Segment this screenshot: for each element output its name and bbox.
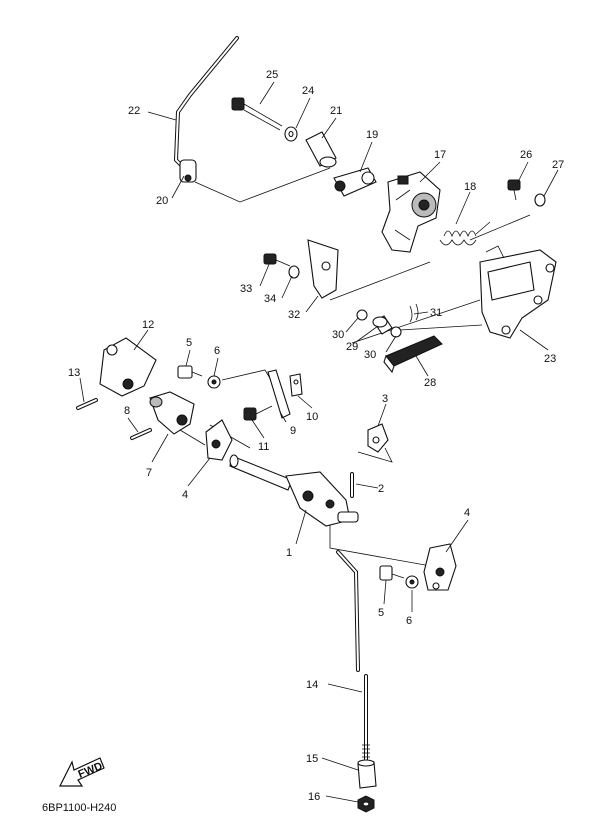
callout-27: 27: [552, 159, 564, 171]
callout-17: 17: [434, 149, 446, 161]
part-13-pin[interactable]: [76, 398, 98, 410]
part-23-bracket[interactable]: [479, 245, 557, 339]
part-1-shift-shaft[interactable]: [229, 454, 359, 527]
part-3-clip[interactable]: [367, 423, 389, 453]
part-6-washer-upper[interactable]: [207, 375, 221, 389]
part-11-bolt[interactable]: [243, 405, 273, 421]
callout-5b: 5: [378, 607, 384, 619]
part-10-plate[interactable]: [289, 373, 303, 397]
callout-28: 28: [424, 377, 436, 389]
callout-9: 9: [290, 425, 296, 437]
callout-6a: 6: [214, 345, 220, 357]
callout-34: 34: [264, 293, 276, 305]
part-8-pin[interactable]: [130, 428, 152, 440]
callout-32: 32: [288, 309, 300, 321]
callout-30b: 30: [364, 349, 376, 361]
part-26-bolt[interactable]: [507, 179, 521, 201]
part-33-bolt[interactable]: [263, 253, 291, 267]
callout-6b: 6: [406, 615, 412, 627]
callout-7: 7: [146, 467, 152, 479]
part-28-slider[interactable]: [383, 335, 443, 374]
part-4-arm-upper[interactable]: [205, 419, 233, 461]
part-31-clip[interactable]: [409, 303, 419, 323]
callout-labels: 25 24 21 22 19 17 26 27 18 20 33 34 32 3…: [68, 69, 564, 627]
part-29-collar[interactable]: [372, 315, 393, 335]
part-7-lever[interactable]: [149, 391, 195, 435]
callout-31: 31: [430, 307, 442, 319]
callout-11: 11: [258, 441, 269, 453]
part-4-arm-lower[interactable]: [423, 543, 457, 591]
fwd-arrow-icon: FWD: [59, 757, 105, 787]
callout-2: 2: [378, 483, 384, 495]
callout-19: 19: [366, 129, 378, 141]
part-25-bolt[interactable]: [231, 97, 283, 131]
part-16-nut[interactable]: [357, 795, 375, 813]
part-17-cam-assembly[interactable]: [381, 171, 441, 253]
part-27-washer[interactable]: [534, 193, 546, 207]
callout-25: 25: [266, 69, 278, 81]
leader-lines: [79, 81, 559, 803]
callout-4b: 4: [464, 507, 470, 519]
part-6-washer-lower[interactable]: [405, 575, 419, 589]
part-15-collar[interactable]: [357, 759, 377, 789]
callout-26: 26: [520, 149, 532, 161]
part-9-plate[interactable]: [267, 369, 291, 419]
part-12-bracket[interactable]: [99, 337, 157, 397]
part-5-bolt-upper[interactable]: [177, 365, 203, 379]
callout-10: 10: [306, 411, 318, 423]
callout-20: 20: [156, 195, 168, 207]
part-14-rod[interactable]: [362, 674, 370, 762]
callout-24: 24: [302, 85, 314, 97]
callout-18: 18: [464, 181, 476, 193]
part-18-spring[interactable]: [439, 221, 491, 246]
fwd-label: FWD: [77, 760, 105, 781]
part-19-link[interactable]: [333, 167, 377, 197]
part-5-bolt-lower[interactable]: [379, 565, 405, 581]
part-30-washer-a[interactable]: [356, 309, 368, 321]
diagram-code: 6BP1100-H240: [42, 802, 116, 814]
callout-3: 3: [382, 393, 388, 405]
part-30-washer-b[interactable]: [390, 326, 402, 338]
assembly-guide-lines: [179, 167, 531, 569]
callout-29: 29: [346, 341, 358, 353]
callout-12: 12: [142, 319, 154, 331]
callout-33: 33: [240, 283, 252, 295]
lower-shift-rod[interactable]: [336, 550, 360, 672]
callout-5a: 5: [186, 337, 192, 349]
part-32-plate[interactable]: [307, 239, 339, 299]
callout-30a: 30: [332, 329, 344, 341]
part-34-washer[interactable]: [288, 265, 300, 279]
callout-13: 13: [68, 367, 80, 379]
part-24-washer[interactable]: [284, 126, 298, 142]
callout-4a: 4: [182, 489, 188, 501]
callout-23: 23: [544, 353, 556, 365]
callout-1: 1: [286, 547, 292, 559]
callout-22: 22: [128, 105, 140, 117]
callout-8: 8: [124, 405, 130, 417]
part-21-collar[interactable]: [305, 131, 337, 168]
callout-21: 21: [330, 105, 342, 117]
part-22-link-rod[interactable]: [173, 36, 239, 172]
